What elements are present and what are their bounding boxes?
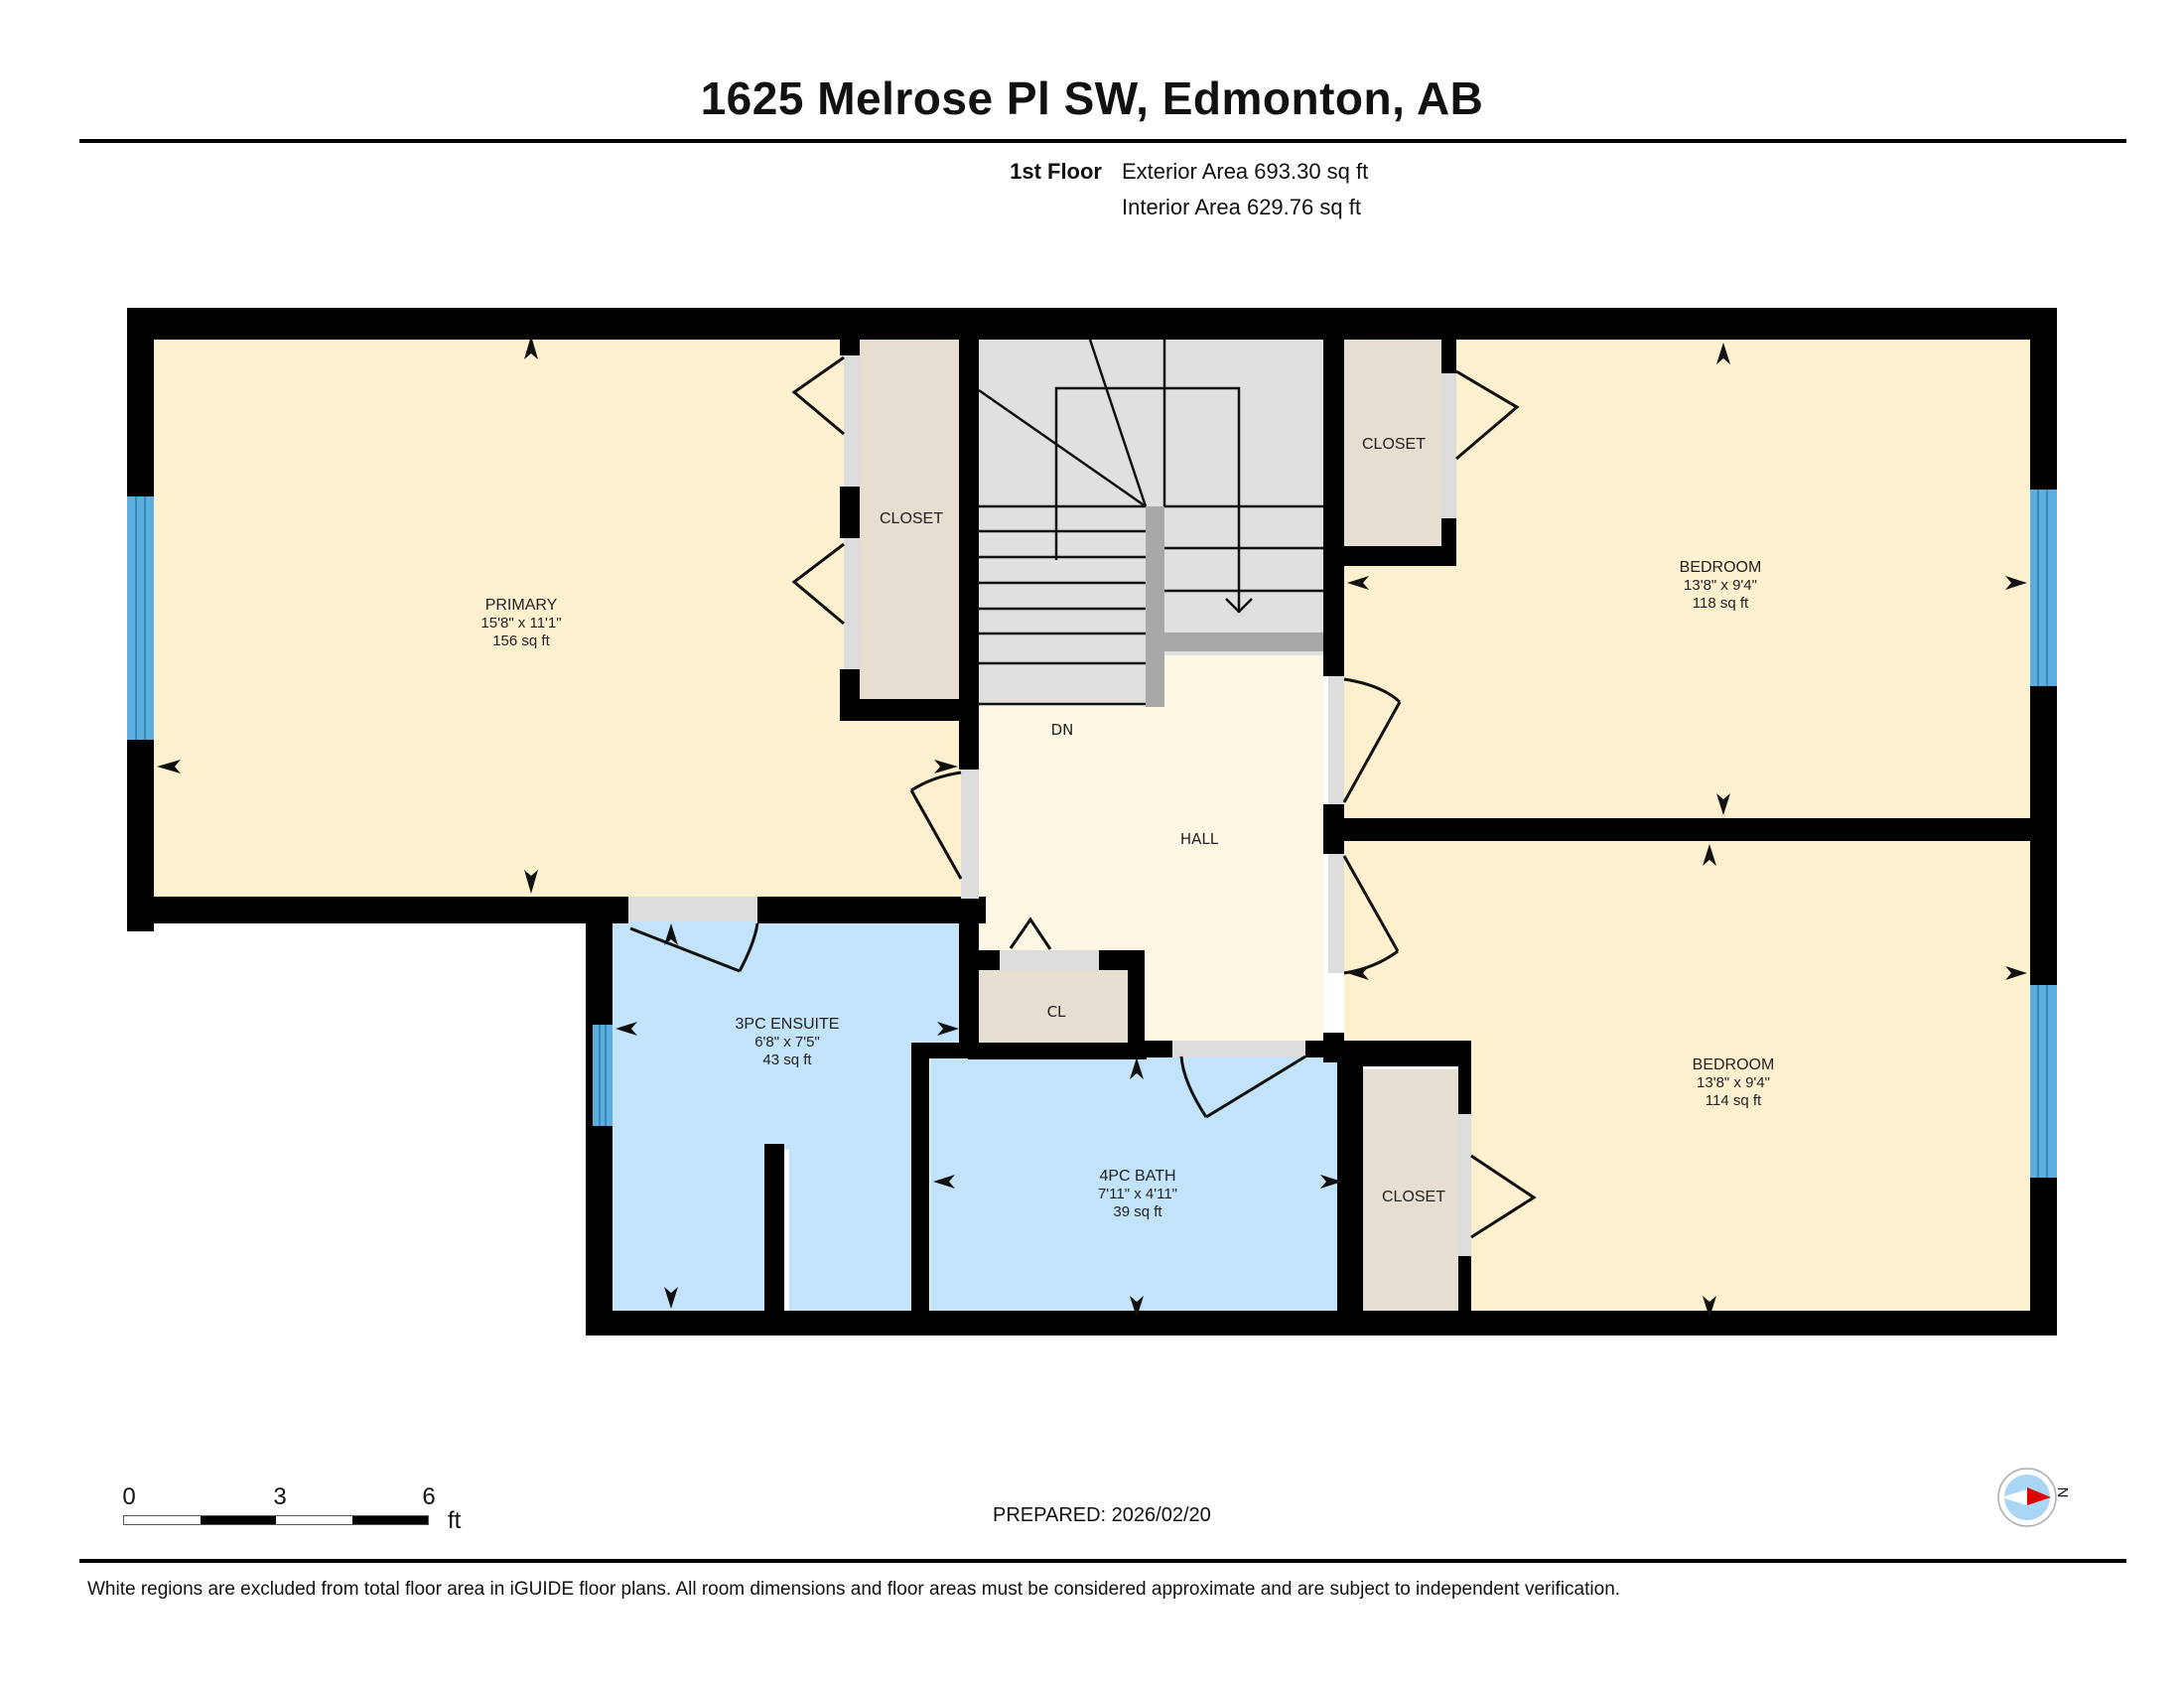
scale-tick-6: 6: [422, 1483, 436, 1510]
stair-walls: [1146, 506, 1323, 707]
door-swings: [629, 355, 1537, 1239]
room-hall: [979, 655, 1323, 1041]
footer-divider: [79, 1559, 2126, 1563]
window-primary: [127, 496, 154, 740]
room-bedroom-2: [1344, 841, 2030, 1319]
room-primary-closet: [860, 334, 959, 699]
scale-tick-0: 0: [122, 1483, 136, 1510]
bedroom1-area: 118 sq ft: [1693, 595, 1749, 612]
scale-bar-graphic: [123, 1515, 429, 1525]
bedroom1-name: BEDROOM: [1680, 559, 1762, 576]
ensuite-name: 3PC ENSUITE: [736, 1016, 840, 1033]
window-bedroom-1: [2030, 490, 2057, 686]
ensuite-dims: 6'8" x 7'5": [754, 1034, 820, 1051]
room-4pc-bath: [930, 1055, 1347, 1320]
room-ensuite: [613, 921, 961, 1324]
prepared-date: PREPARED: 2026/02/20: [993, 1504, 1211, 1526]
room-bedroom-1: [1344, 340, 2030, 818]
bedroom2-dims: 13'8" x 9'4": [1697, 1074, 1770, 1091]
floor-name: 1st Floor: [1010, 159, 1102, 184]
dimension-arrows: [157, 336, 2027, 1318]
compass-north-label: N: [2054, 1487, 2071, 1498]
interior-area: Interior Area 629.76 sq ft: [1122, 195, 1361, 219]
ensuite-area: 43 sq ft: [762, 1052, 812, 1068]
window-ensuite: [593, 1025, 613, 1126]
bedroom1-dims: 13'8" x 9'4": [1684, 577, 1757, 594]
room-hall-closet: [978, 970, 1128, 1045]
scale-bar: 0 3 6 ft: [122, 1483, 480, 1543]
bedroom2-name: BEDROOM: [1693, 1056, 1775, 1073]
window-bedroom-2: [2030, 985, 2057, 1178]
bath-area: 39 sq ft: [1113, 1203, 1162, 1220]
stairs-down-label: DN: [1051, 721, 1074, 739]
room-primary: [154, 333, 961, 897]
hall-closet-label: CL: [1047, 1003, 1066, 1021]
door-openings: [628, 355, 1471, 1256]
primary-dims: 15'8" x 11'1": [480, 615, 561, 632]
primary-name: PRIMARY: [485, 597, 558, 614]
bedroom2-closet-label: CLOSET: [1382, 1189, 1445, 1205]
room-bedroom1-closet: [1344, 340, 1441, 546]
primary-area: 156 sq ft: [492, 633, 550, 649]
compass-icon: N: [1997, 1468, 2071, 1527]
scale-tick-3: 3: [273, 1483, 287, 1510]
primary-closet-label: CLOSET: [880, 510, 943, 527]
disclaimer-text: White regions are excluded from total fl…: [87, 1579, 1621, 1600]
header-divider: [79, 139, 2126, 143]
bath-name: 4PC BATH: [1099, 1168, 1175, 1185]
scale-unit: ft: [448, 1507, 462, 1534]
bedroom1-closet-label: CLOSET: [1362, 436, 1426, 453]
bedroom2-area: 114 sq ft: [1706, 1092, 1762, 1109]
walls: [127, 308, 2057, 1336]
property-address-title: 1625 Melrose Pl SW, Edmonton, AB: [700, 72, 1484, 124]
windows: [127, 490, 2057, 1178]
hall-label: HALL: [1180, 830, 1219, 848]
bath-dims: 7'11" x 4'11": [1098, 1186, 1177, 1202]
exterior-area: Exterior Area 693.30 sq ft: [1122, 159, 1369, 184]
room-bedroom2-closet: [1363, 1069, 1458, 1321]
stair-treads: [978, 339, 1323, 706]
